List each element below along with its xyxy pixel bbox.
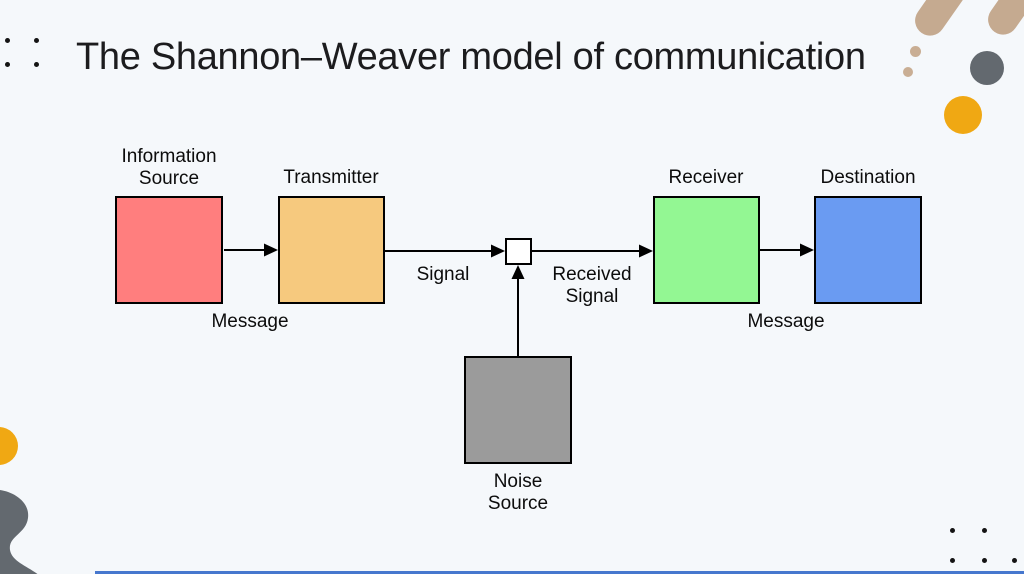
node-noise-source — [464, 356, 572, 464]
gray-blob-decoration — [0, 490, 38, 574]
bottom-right-dot — [1012, 558, 1017, 563]
node-receiver — [653, 196, 760, 304]
node-information-source — [115, 196, 223, 304]
amber-circle-decoration — [0, 427, 18, 465]
tan-dot-decoration — [903, 67, 913, 77]
arrow-transmitter-to-channel — [385, 244, 505, 258]
label-received-signal: Received Signal — [552, 264, 632, 307]
tan-blob-decoration — [982, 0, 1024, 41]
node-transmitter — [278, 196, 385, 304]
bottom-right-dot — [950, 528, 955, 533]
top-left-dot — [34, 38, 39, 43]
label-message-left: Message — [211, 311, 289, 332]
label-signal: Signal — [416, 264, 470, 285]
label-destination: Destination — [820, 167, 916, 188]
label-noise-source: Noise Source — [487, 471, 549, 514]
top-left-dot — [34, 62, 39, 67]
arrow-channel-to-receiver — [532, 244, 653, 258]
bottom-right-dot — [982, 558, 987, 563]
bottom-right-dot — [982, 528, 987, 533]
node-channel — [505, 238, 532, 265]
bottom-accent-line — [95, 571, 1024, 574]
arrow-noise-to-channel — [511, 265, 525, 356]
bottom-right-dot — [950, 558, 955, 563]
node-destination — [814, 196, 922, 304]
label-transmitter: Transmitter — [283, 167, 379, 188]
arrow-source-to-transmitter — [224, 243, 278, 257]
arrow-receiver-to-destination — [760, 243, 814, 257]
top-left-dot — [5, 38, 10, 43]
label-message-right: Message — [747, 311, 825, 332]
label-information-source: Information Source — [121, 146, 217, 189]
slide-title: The Shannon–Weaver model of communicatio… — [76, 36, 866, 78]
tan-blob-decoration — [909, 0, 973, 42]
label-receiver: Receiver — [668, 167, 744, 188]
amber-circle-decoration — [944, 96, 982, 134]
gray-circle-decoration — [970, 51, 1004, 85]
tan-dot-decoration — [910, 46, 921, 57]
top-left-dot — [5, 62, 10, 67]
